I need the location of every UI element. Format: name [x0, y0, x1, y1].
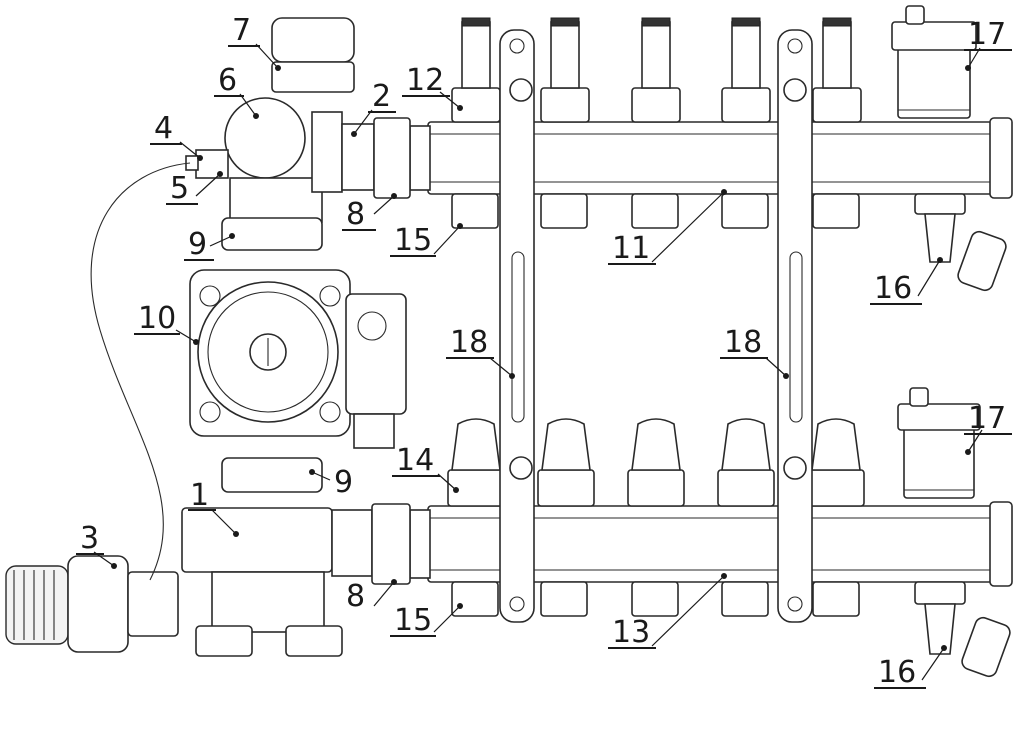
callout-3: 3: [80, 521, 99, 556]
callout-18-left: 18: [450, 325, 488, 360]
callout-17-upper: 17: [968, 17, 1006, 52]
callout-15-upper: 15: [394, 223, 432, 258]
callout-16-upper: 16: [874, 271, 912, 306]
callout-1: 1: [190, 478, 209, 513]
callout-2: 2: [372, 79, 391, 114]
callout-4: 4: [154, 111, 173, 146]
callout-10: 10: [138, 301, 176, 336]
callout-13: 13: [612, 615, 650, 650]
lower-drain-valve: [914, 581, 1011, 678]
callout-16-lower: 16: [878, 655, 916, 690]
lower-outlets: [451, 581, 860, 617]
union-lower: [221, 457, 323, 493]
callout-5: 5: [170, 171, 189, 206]
callout-8-lower: 8: [346, 579, 365, 614]
mounting-brackets: [499, 29, 813, 623]
lower-air-vent: [897, 387, 981, 499]
callout-6: 6: [218, 63, 237, 98]
callout-7: 7: [232, 13, 251, 48]
leader-lines: [93, 43, 983, 681]
callout-14: 14: [396, 443, 434, 478]
capillary-tube: [90, 162, 191, 581]
upper-air-vent: [891, 5, 977, 119]
pump-group-upper: [185, 17, 411, 223]
callout-15-lower: 15: [394, 603, 432, 638]
valve-caps: [447, 418, 865, 507]
callout-8-upper: 8: [346, 197, 365, 232]
upper-manifold: [409, 117, 1013, 199]
callout-9-upper: 9: [188, 227, 207, 262]
callout-11: 11: [612, 231, 650, 266]
callout-18-right: 18: [724, 325, 762, 360]
callout-12: 12: [406, 63, 444, 98]
upper-drain-valve: [914, 193, 1007, 292]
circulation-pump: [189, 269, 407, 449]
thermostatic-head: [5, 555, 179, 653]
callout-9-lower: 9: [334, 465, 353, 500]
upper-outlets: [451, 193, 860, 229]
flow-meters: [451, 17, 862, 123]
union-upper: [221, 217, 323, 251]
callout-labels: 1 2 3 4 5 6 7 8 8 9 9 10 11 12 13 14 15: [76, 13, 1012, 690]
lower-manifold: [409, 501, 1013, 587]
callout-17-lower: 17: [968, 401, 1006, 436]
mixing-valve: [181, 503, 411, 657]
